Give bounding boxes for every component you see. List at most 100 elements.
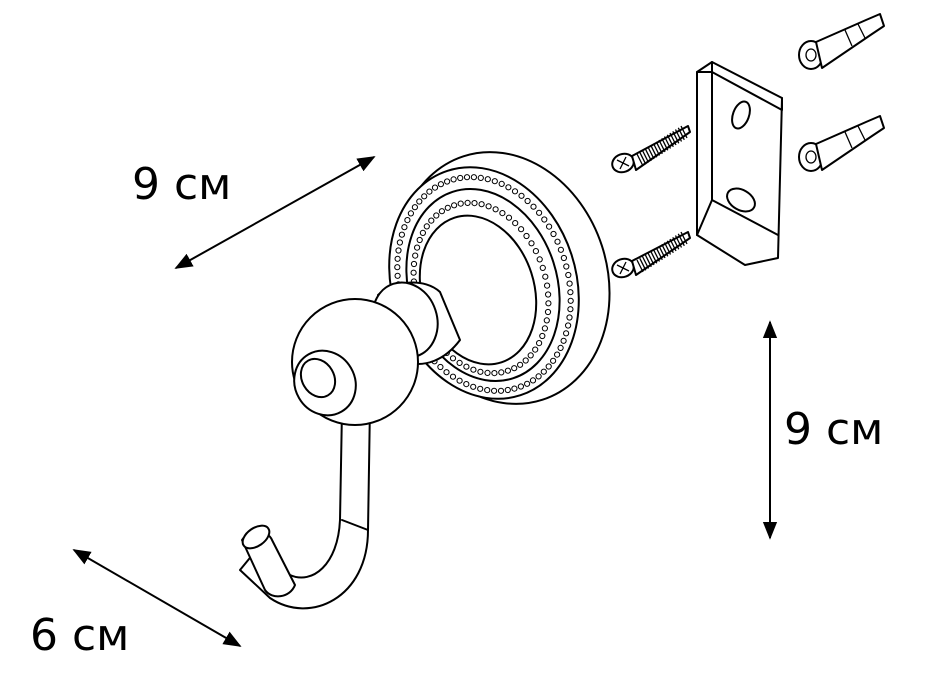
bead <box>444 204 451 211</box>
bead <box>565 271 572 279</box>
bead <box>410 269 417 276</box>
bead <box>543 317 550 324</box>
bead <box>444 178 451 185</box>
bead <box>536 209 543 216</box>
bead <box>449 355 457 362</box>
bead <box>560 337 567 344</box>
bead <box>484 369 491 376</box>
bead <box>456 359 463 366</box>
bead <box>563 330 570 337</box>
bead <box>557 344 564 351</box>
bead <box>557 246 565 253</box>
bead <box>485 203 492 210</box>
bead <box>404 217 411 224</box>
bead <box>566 314 573 321</box>
width-dimension-line <box>174 156 376 269</box>
bead <box>566 280 573 287</box>
bead <box>554 238 561 245</box>
bead <box>419 229 426 236</box>
bead <box>560 254 568 262</box>
bead <box>395 247 402 254</box>
bead <box>414 244 421 251</box>
bead <box>398 231 405 238</box>
bead <box>456 377 463 384</box>
bead <box>567 297 574 304</box>
bead <box>563 263 570 270</box>
bead <box>545 291 552 298</box>
bead <box>478 201 485 208</box>
bead <box>491 387 498 394</box>
mounting-bracket <box>696 61 783 266</box>
bead <box>544 308 552 316</box>
bead <box>464 199 471 206</box>
bead <box>470 174 477 181</box>
hook-ball <box>291 298 419 426</box>
bead <box>522 357 529 364</box>
bead <box>498 369 505 376</box>
bead <box>545 300 552 307</box>
screw-bottom <box>611 231 691 279</box>
bead <box>497 387 505 394</box>
bead <box>457 174 464 182</box>
bead <box>504 367 511 374</box>
bead <box>457 200 464 207</box>
width-dimension-label: 9 см <box>132 159 232 210</box>
bead <box>565 322 572 329</box>
bead <box>412 252 419 259</box>
bead <box>529 377 537 384</box>
bead <box>504 386 511 394</box>
bead <box>477 385 484 392</box>
bead <box>431 184 439 191</box>
height-dimension-label: 9 см <box>784 404 884 455</box>
bead <box>401 224 408 231</box>
bead <box>477 174 484 181</box>
bead <box>530 203 537 210</box>
bead <box>550 357 557 364</box>
bead <box>410 260 418 268</box>
bead <box>491 178 498 185</box>
bead <box>484 176 491 183</box>
bead <box>426 188 433 195</box>
bead <box>517 383 525 390</box>
bead <box>443 369 450 376</box>
bead <box>518 226 525 233</box>
bead <box>505 184 512 191</box>
hook-arm <box>239 404 371 610</box>
bead <box>567 289 574 296</box>
bead <box>550 230 557 238</box>
bead <box>542 273 549 280</box>
bead <box>511 365 518 372</box>
bead <box>541 325 549 332</box>
bead <box>524 380 531 387</box>
bead <box>535 373 542 380</box>
bead <box>470 366 477 373</box>
bead <box>450 176 457 183</box>
bead <box>541 216 548 223</box>
screw-top <box>611 125 691 174</box>
bead <box>394 255 401 262</box>
bead <box>524 197 531 205</box>
bead <box>546 223 553 230</box>
bead <box>523 232 530 240</box>
bead <box>438 208 445 215</box>
bead <box>416 236 423 244</box>
bead <box>554 351 561 358</box>
bead <box>512 220 519 227</box>
bead <box>484 387 491 394</box>
bead <box>499 210 506 217</box>
bead <box>396 239 403 246</box>
bead <box>532 346 539 353</box>
bead <box>536 340 543 347</box>
wall-plug-top <box>798 13 885 70</box>
bead <box>416 198 423 205</box>
depth-dimension-label: 6 см <box>30 610 130 661</box>
bead <box>567 306 574 313</box>
bead <box>433 212 440 219</box>
bead <box>394 264 401 271</box>
bead <box>527 352 534 359</box>
bead <box>471 200 478 207</box>
bead <box>421 193 428 200</box>
bead <box>423 223 430 230</box>
bead <box>411 204 418 211</box>
